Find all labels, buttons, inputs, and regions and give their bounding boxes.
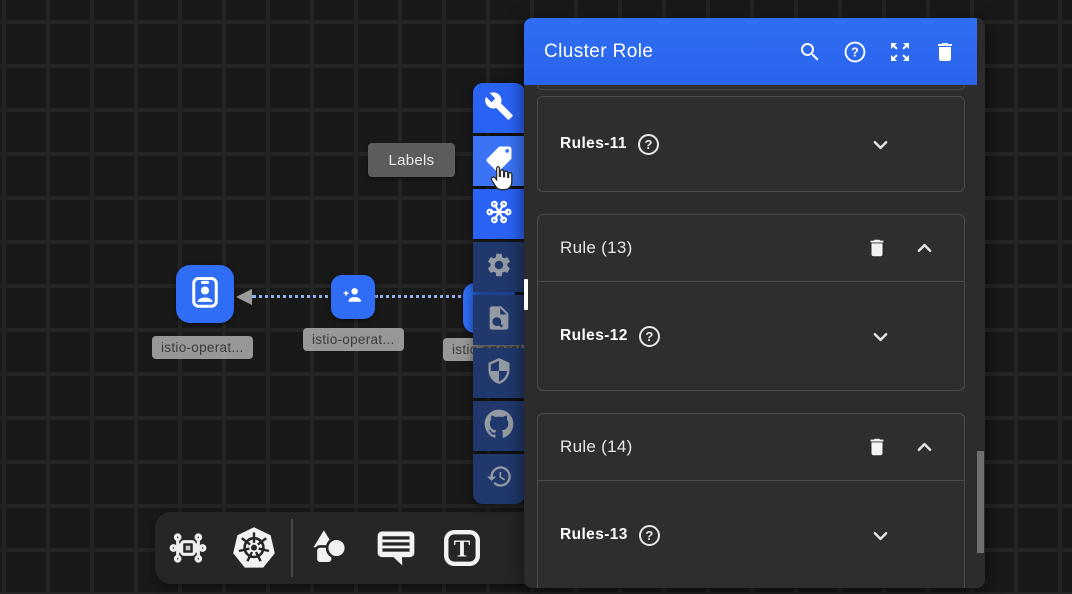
delete-rule-icon[interactable] [865,435,889,459]
side-toolbar [473,83,525,504]
card-rule-14: Rule (14) Rules-13 ? [537,413,965,588]
badge-icon [187,274,223,315]
help-icon[interactable]: ? [638,524,660,546]
security-button[interactable] [473,348,525,398]
history-button[interactable] [473,454,525,504]
person-add-icon [340,282,366,313]
expand-chevron-down-icon[interactable] [867,131,894,158]
card-rule-13: Rule (13) Rules-12 ? [537,214,965,391]
panel-body: Rules-11 ? Rule (13) [524,85,977,588]
rule-header: Rule (14) [538,414,964,481]
wrench-icon [484,91,514,126]
labels-button[interactable] [473,136,525,186]
rule-title: Rule (13) [560,238,633,257]
panel-scrollbar-thumb[interactable] [977,451,984,553]
collapse-chevron-up-icon[interactable] [911,235,938,262]
field-row: Rules-12 ? [538,282,964,390]
history-icon [486,463,513,495]
expand-chevron-down-icon[interactable] [867,323,894,350]
bottom-toolbar: T [155,512,543,584]
rule-title: Rule (14) [560,437,633,456]
shapes-icon[interactable] [297,516,363,580]
card-rules-11: Rules-11 ? [537,96,965,192]
delete-icon[interactable] [933,40,957,64]
labels-tooltip: Labels [368,143,455,177]
node-cluster-role[interactable] [176,265,234,323]
panel-drag-handle[interactable] [524,279,528,310]
edge-dotted-right [375,295,473,298]
svg-text:T: T [454,535,471,562]
edge-arrowhead [236,289,252,305]
edge-dotted-left [252,295,336,298]
comment-icon[interactable] [363,516,429,580]
toolbar-divider [291,519,293,577]
github-button[interactable] [473,401,525,451]
settings-button[interactable] [473,242,525,292]
help-icon[interactable]: ? [637,133,659,155]
gear-icon [485,251,513,284]
search-icon[interactable] [798,40,822,64]
github-icon [484,409,514,444]
card-partial [537,85,965,90]
panel-title: Cluster Role [544,40,654,62]
kubernetes-icon[interactable] [221,516,287,580]
field-label: Rules-12 [560,327,628,344]
help-icon[interactable]: ? [638,325,660,347]
expand-chevron-down-icon[interactable] [867,522,894,549]
field-row: Rules-11 ? [538,97,964,191]
text-tool-icon[interactable]: T [429,516,495,580]
help-icon[interactable]: ? [843,40,867,64]
svg-text:?: ? [851,45,859,59]
doc-search-icon [485,304,513,337]
panel-header: Cluster Role ? [524,18,977,85]
cluster-role-panel: Rules-11 ? Rule (13) [524,18,985,588]
doc-search-button[interactable] [473,295,525,345]
node-label[interactable]: istio-operat... [303,328,404,351]
label-tag-icon [484,144,514,179]
wrench-tools-button[interactable] [473,83,525,133]
collapse-chevron-up-icon[interactable] [911,434,938,461]
hub-button[interactable] [473,189,525,239]
circuit-icon[interactable] [155,516,221,580]
fullscreen-icon[interactable] [888,40,912,64]
field-label: Rules-13 [560,526,628,543]
node-cluster-role-binding[interactable] [331,275,375,319]
field-row: Rules-13 ? [538,481,964,588]
delete-rule-icon[interactable] [865,236,889,260]
field-label: Rules-11 [560,135,627,152]
node-label[interactable]: istio-operat... [152,336,253,359]
shield-icon [485,357,513,390]
hub-icon [484,197,514,232]
rule-header: Rule (13) [538,215,964,282]
